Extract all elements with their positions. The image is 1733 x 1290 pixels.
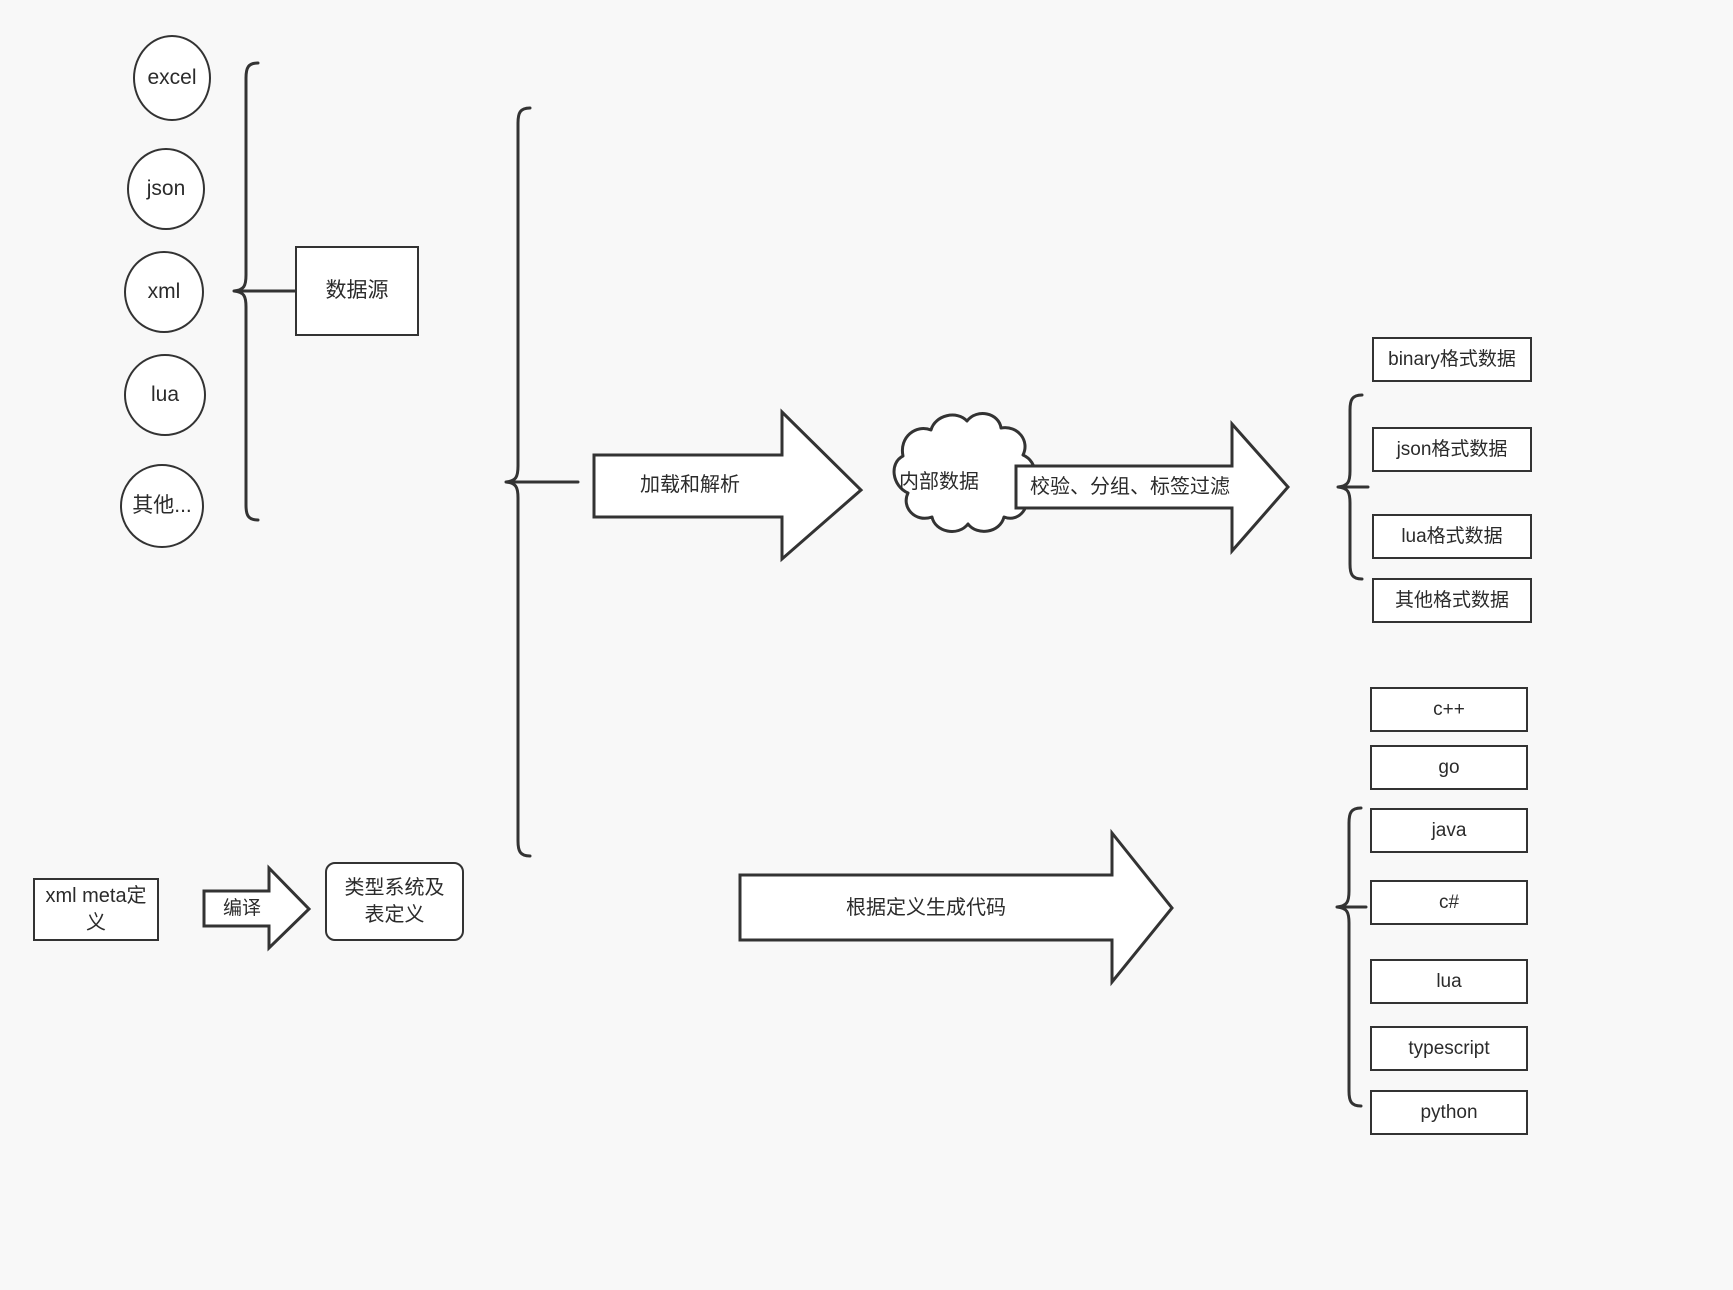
data-source-excel[interactable]: excel [133,35,211,121]
data-source-other[interactable]: 其他... [120,464,204,548]
output-language-java-label: java [1431,819,1467,841]
output-language-csharp-label: c# [1438,891,1460,913]
output-language-python-label: python [1420,1101,1478,1123]
brace-data-formats [1336,393,1370,581]
type-system-definition-label: 类型系统及表定义 [344,876,445,926]
output-format-other[interactable]: 其他格式数据 [1372,578,1532,623]
data-source-lua[interactable]: lua [124,354,206,436]
cloud-internal-data [892,412,1037,533]
data-source-lua-label: lua [150,382,180,406]
data-source-json-label: json [146,176,186,200]
data-source-excel-label: excel [147,65,197,89]
xml-meta-definition-box[interactable]: xml meta定义 [33,878,159,941]
arrow-compile [202,864,312,952]
output-language-typescript[interactable]: typescript [1370,1026,1528,1071]
data-source-xml[interactable]: xml [124,251,204,333]
output-format-json[interactable]: json格式数据 [1372,427,1532,472]
output-format-lua-label: lua格式数据 [1401,525,1503,547]
data-source-json[interactable]: json [127,148,205,230]
output-format-binary[interactable]: binary格式数据 [1372,337,1532,382]
output-language-go[interactable]: go [1370,745,1528,790]
arrow-validate-group-filter [1014,420,1290,555]
brace-languages [1335,806,1368,1108]
data-source-xml-label: xml [147,279,181,303]
output-format-json-label: json格式数据 [1396,438,1508,460]
arrow-generate-code [738,828,1174,987]
output-language-lua-label: lua [1436,970,1462,992]
output-format-lua[interactable]: lua格式数据 [1372,514,1532,559]
data-source-group-box[interactable]: 数据源 [295,246,419,336]
type-system-definition-box[interactable]: 类型系统及表定义 [325,862,464,941]
data-source-other-label: 其他... [132,493,192,517]
output-language-cpp[interactable]: c++ [1370,687,1528,732]
brace-data-sources [232,61,298,522]
output-language-go-label: go [1438,756,1460,778]
output-language-csharp[interactable]: c# [1370,880,1528,925]
output-format-binary-label: binary格式数据 [1388,348,1516,370]
output-language-typescript-label: typescript [1408,1037,1490,1059]
output-language-python[interactable]: python [1370,1090,1528,1135]
arrow-load-parse [592,408,864,563]
output-language-lua[interactable]: lua [1370,959,1528,1004]
output-language-cpp-label: c++ [1433,698,1465,720]
output-language-java[interactable]: java [1370,808,1528,853]
data-source-group-label: 数据源 [325,278,389,302]
xml-meta-definition-label: xml meta定义 [45,884,147,934]
brace-pipeline-input [504,106,580,858]
output-format-other-label: 其他格式数据 [1394,589,1509,611]
